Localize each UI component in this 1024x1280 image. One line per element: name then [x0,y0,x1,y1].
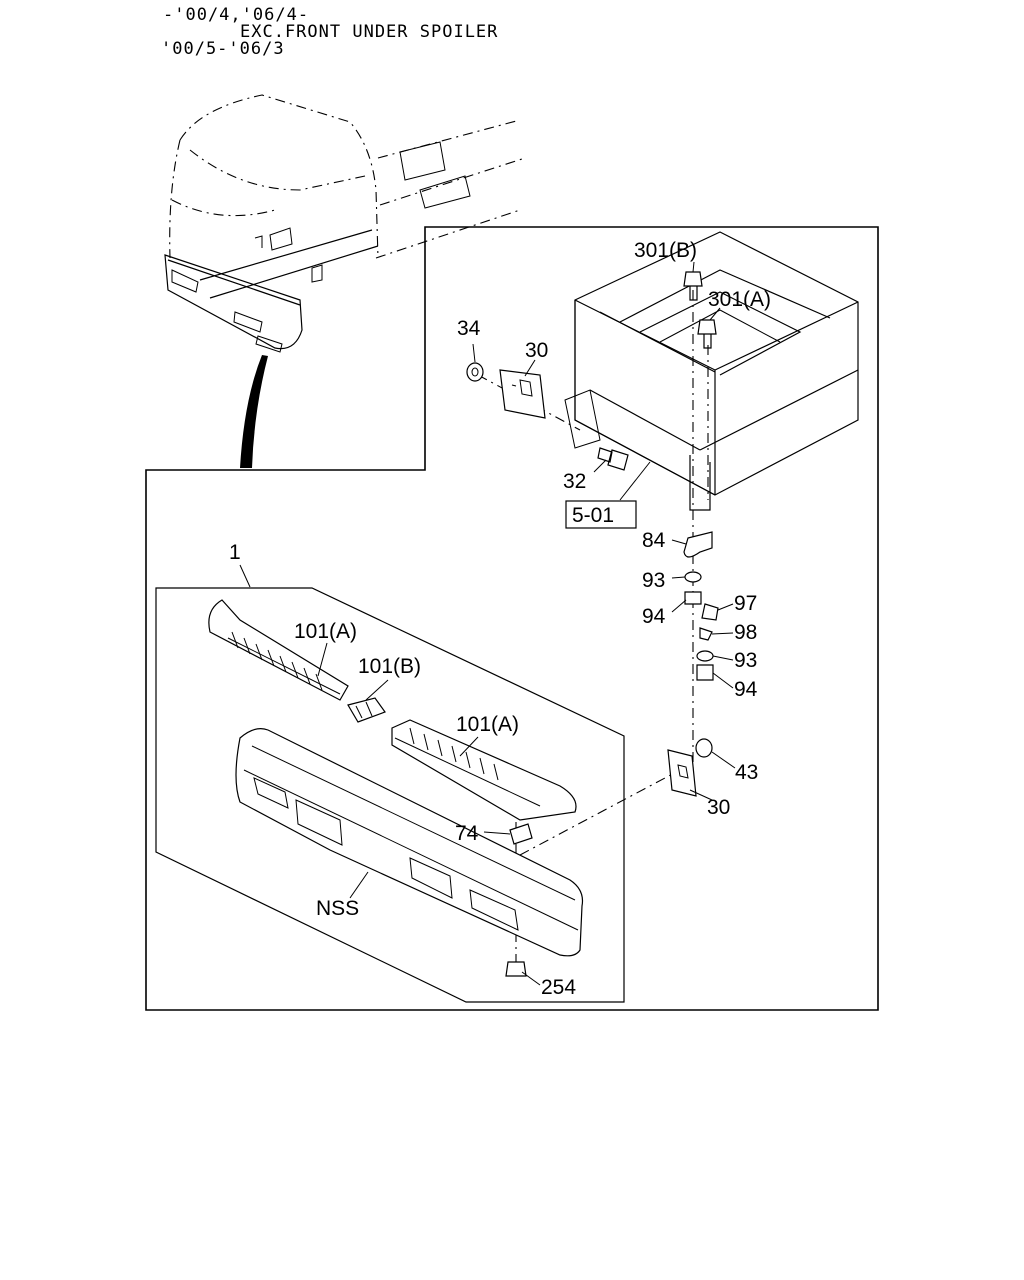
nut-43[interactable] [695,738,713,758]
bumper-assembly-frame [155,587,625,1003]
callout-101a-left: 101(A) [294,620,357,643]
callout-93-b: 93 [734,649,757,672]
callout-5-01: 5-01 [572,504,614,527]
callout-98: 98 [734,621,757,644]
pad-101a-left[interactable] [208,599,349,701]
bolt-301a[interactable] [697,319,717,349]
callout-1: 1 [229,541,241,564]
washer-93-b[interactable] [696,650,714,662]
chassis-frame-rail [564,231,859,511]
callout-254: 254 [541,976,576,999]
callout-43: 43 [735,761,758,784]
callout-32: 32 [563,470,586,493]
callout-94-b: 94 [734,678,758,701]
header-line-3: '00/5-'06/3 [161,39,285,59]
bracket-84[interactable] [683,531,713,558]
nut-34[interactable] [466,362,484,382]
bolt-301b[interactable] [683,271,703,301]
pad-101b[interactable] [347,697,386,723]
front-bumper-body[interactable] [235,728,584,957]
callout-94-a: 94 [642,605,666,628]
callout-101a-right: 101(A) [456,713,519,736]
clip-97[interactable] [701,603,719,621]
callout-301b: 301(B) [634,239,697,262]
clip-74[interactable] [509,823,533,845]
callout-301a: 301(A) [708,288,771,311]
pad-101a-right[interactable] [391,719,577,821]
callout-30-bottom: 30 [707,796,730,819]
callout-74: 74 [455,822,479,845]
bracket-30-bottom[interactable] [667,749,697,797]
callout-101b: 101(B) [358,655,421,678]
bracket-axis-top [477,374,581,431]
header-line-1: -'00/4,'06/4- [163,5,310,25]
truck-overview-illustration [164,94,526,468]
bracket-30-top[interactable] [499,369,546,419]
clip-98[interactable] [699,627,713,641]
leader-lines [239,261,736,986]
nut-94-b[interactable] [696,664,714,681]
washer-93-a[interactable] [684,571,702,583]
bolt-32[interactable] [597,447,629,471]
detail-frame [145,226,879,1011]
callout-nss: NSS [316,897,359,920]
ref-box-5-01[interactable] [565,500,637,529]
nut-94-a[interactable] [684,591,702,605]
callout-84: 84 [642,529,666,552]
callout-93-a: 93 [642,569,665,592]
callout-97: 97 [734,592,757,615]
callout-34: 34 [457,317,481,340]
header-line-2: EXC.FRONT UNDER SPOILER [240,22,499,42]
nut-254[interactable] [505,961,527,977]
bracket-axis-bottom [519,769,681,856]
callout-30-top: 30 [525,339,548,362]
